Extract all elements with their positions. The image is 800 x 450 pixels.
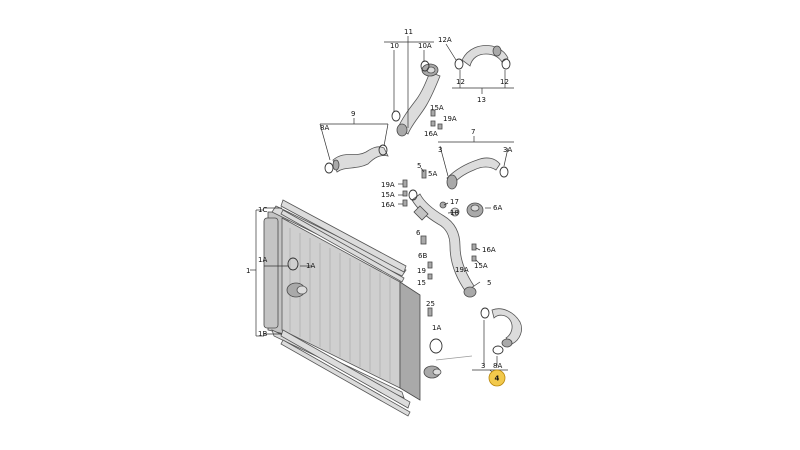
charge-air-pipe-6 xyxy=(408,189,477,298)
callout-16a-top: 16A xyxy=(424,130,438,138)
callout-6a: 6A xyxy=(493,204,502,212)
callout-15a-top: 15A xyxy=(430,104,444,112)
callout-1c: 1C xyxy=(258,206,267,214)
charge-air-hose-13 xyxy=(454,45,511,70)
callout-19a-top: 19A xyxy=(443,115,457,123)
callout-3-lower: 3 xyxy=(481,362,485,370)
mounting-strips xyxy=(280,199,411,417)
charge-air-hose-9 xyxy=(324,144,389,174)
callout-4-label: 4 xyxy=(495,375,500,383)
callout-15: 15 xyxy=(417,279,426,287)
charge-air-hose-7 xyxy=(446,157,509,190)
callout-12-right: 12 xyxy=(500,78,509,86)
callout-19a-right: 19A xyxy=(455,266,469,274)
callout-18: 18 xyxy=(450,209,459,217)
callout-16a-right: 16A xyxy=(482,246,496,254)
highlighted-callout-4[interactable]: 4 xyxy=(488,369,506,387)
callout-15a-right: 15A xyxy=(474,262,488,270)
callout-1: 1 xyxy=(246,267,250,275)
callout-12-left: 12 xyxy=(456,78,465,86)
callout-3-upper: 3 xyxy=(438,146,442,154)
callout-1a-ring: 1A xyxy=(306,262,315,270)
callout-labels: 1 1A 1B 1C 1A 1A 9 8A 11 10 10A 12A 12 1… xyxy=(246,28,512,370)
callout-6b: 6B xyxy=(418,252,427,260)
callout-19a-left: 19A xyxy=(381,181,395,189)
callout-5-upper: 5 xyxy=(417,162,421,170)
leader-lines xyxy=(250,36,514,377)
callout-1b: 1B xyxy=(258,330,267,338)
radiator-fins xyxy=(289,228,391,382)
callout-1a-left: 1A xyxy=(258,256,267,264)
callout-16a-left: 16A xyxy=(381,201,395,209)
callout-12a: 12A xyxy=(438,36,452,44)
callout-11: 11 xyxy=(404,28,413,36)
charge-air-pipe-11 xyxy=(391,60,441,137)
callout-25: 25 xyxy=(426,300,435,308)
callout-10: 10 xyxy=(390,42,399,50)
callout-13: 13 xyxy=(477,96,486,104)
callout-15a-left: 15A xyxy=(381,191,395,199)
callout-8a-upper: 8A xyxy=(320,124,329,132)
callout-3a: 3A xyxy=(503,146,512,154)
callout-7: 7 xyxy=(471,128,475,136)
callout-6: 6 xyxy=(416,229,421,237)
callout-19: 19 xyxy=(417,267,426,275)
charge-air-hose-3 xyxy=(480,307,522,355)
callout-1a-lower: 1A xyxy=(432,324,441,332)
callout-17: 17 xyxy=(450,198,459,206)
callout-9: 9 xyxy=(351,110,355,118)
callout-8a-lower: 8A xyxy=(493,362,502,370)
callout-5-right: 5 xyxy=(487,279,491,287)
callout-5a: 5A xyxy=(428,170,437,178)
fasteners xyxy=(402,109,484,354)
callout-10a: 10A xyxy=(418,42,432,50)
